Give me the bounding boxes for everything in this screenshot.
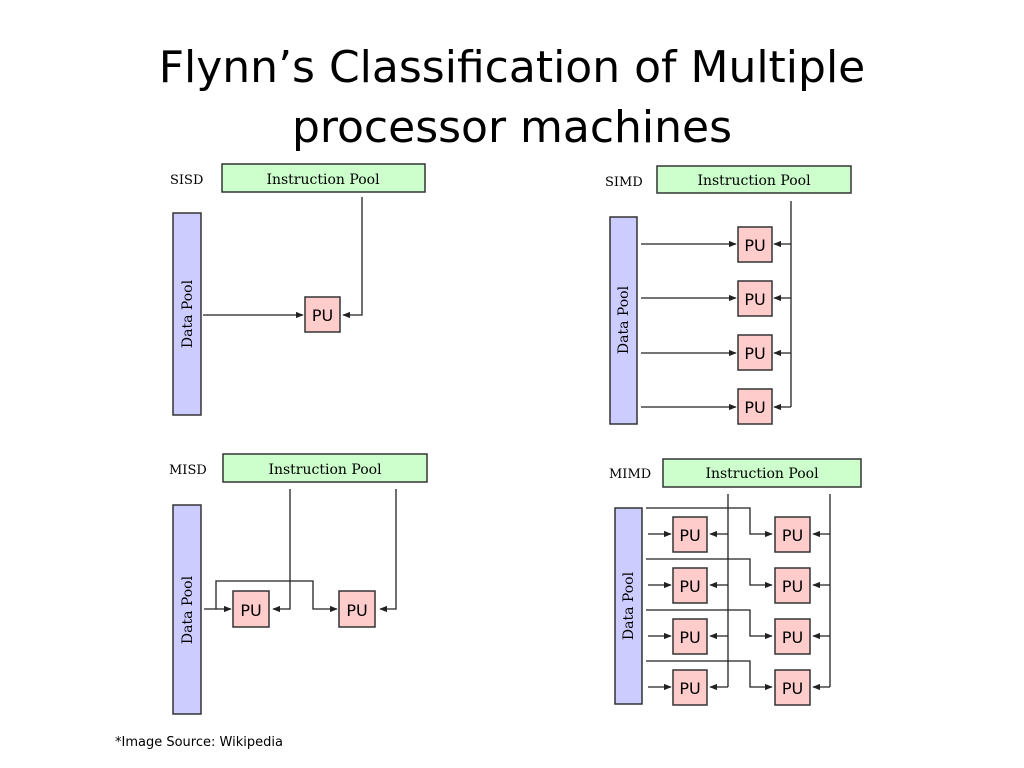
mimd-pu xyxy=(672,516,708,553)
misd-data-arrow xyxy=(215,580,338,613)
misd-instruction-pool xyxy=(222,453,428,483)
simd-pu-label: PU xyxy=(744,290,765,309)
mimd-pu xyxy=(774,618,811,655)
slide-title: Flynn’s Classification of Multiple proce… xyxy=(0,38,1024,158)
mimd-pu-label: PU xyxy=(782,628,803,647)
simd-instruction-pool-label: Instruction Pool xyxy=(697,173,811,189)
mimd-pu xyxy=(672,618,708,655)
mimd-diagram: MIMD Instruction Pool Data Pool PU PU PU… xyxy=(609,458,862,706)
mimd-pu-label: PU xyxy=(782,577,803,596)
sisd-instruction-pool xyxy=(221,163,426,193)
misd-data-pool-label: Data Pool xyxy=(180,575,196,644)
mimd-pu xyxy=(774,516,811,553)
misd-pu-label: PU xyxy=(346,601,367,620)
mimd-pu xyxy=(672,567,708,604)
slide-title-line-1: Flynn’s Classification of Multiple xyxy=(158,42,866,93)
mimd-instruction-pool xyxy=(662,458,862,488)
simd-instruction-pool xyxy=(656,165,852,194)
mimd-label: MIMD xyxy=(609,467,651,482)
sisd-label: SISD xyxy=(170,173,203,188)
simd-pu xyxy=(737,334,773,371)
simd-data-pool xyxy=(609,216,638,425)
mimd-pu-label: PU xyxy=(782,679,803,698)
simd-pu-label: PU xyxy=(744,344,765,363)
mimd-pu-label: PU xyxy=(679,577,700,596)
sisd-pu-label: PU xyxy=(312,306,333,325)
sisd-diagram: SISD Instruction Pool Data Pool PU xyxy=(170,163,426,416)
mimd-pu xyxy=(774,669,811,706)
misd-pu xyxy=(232,590,270,628)
simd-diagram: SIMD Instruction Pool Data Pool PU PU PU… xyxy=(605,165,852,425)
slide-title-line-2: processor machines xyxy=(291,102,733,153)
misd-instruction-arrow xyxy=(272,489,291,613)
misd-pu xyxy=(338,590,376,628)
mimd-data-pool xyxy=(614,507,643,705)
sisd-instruction-arrow xyxy=(342,197,363,319)
sisd-instruction-pool-label: Instruction Pool xyxy=(266,172,380,188)
mimd-pu-label: PU xyxy=(679,628,700,647)
mimd-pu-label: PU xyxy=(679,526,700,545)
mimd-pu xyxy=(672,669,708,706)
simd-pu xyxy=(737,226,773,263)
mimd-data-arrow xyxy=(646,660,773,691)
simd-pu xyxy=(737,280,773,317)
mimd-data-arrow xyxy=(646,558,773,589)
sisd-pu xyxy=(304,296,341,333)
mimd-pu-label: PU xyxy=(679,679,700,698)
simd-pu xyxy=(737,388,773,425)
misd-data-pool xyxy=(172,504,202,715)
image-source-note: *Image Source: Wikipedia xyxy=(115,735,283,750)
simd-pu-label: PU xyxy=(744,236,765,255)
mimd-data-arrow xyxy=(646,507,773,538)
misd-instruction-pool-label: Instruction Pool xyxy=(268,462,382,478)
sisd-data-pool-label: Data Pool xyxy=(180,279,196,348)
misd-diagram: MISD Instruction Pool Data Pool PU PU xyxy=(169,453,428,715)
mimd-data-arrow xyxy=(646,609,773,640)
simd-pu-label: PU xyxy=(744,398,765,417)
misd-pu-label: PU xyxy=(240,601,261,620)
mimd-pu-label: PU xyxy=(782,526,803,545)
simd-data-pool-label: Data Pool xyxy=(616,285,632,354)
misd-instruction-arrow xyxy=(379,489,397,613)
simd-label: SIMD xyxy=(605,175,643,190)
mimd-instruction-pool-label: Instruction Pool xyxy=(705,466,819,482)
sisd-data-pool xyxy=(172,212,202,416)
misd-label: MISD xyxy=(169,463,207,478)
mimd-pu xyxy=(774,567,811,604)
mimd-data-pool-label: Data Pool xyxy=(621,571,637,640)
